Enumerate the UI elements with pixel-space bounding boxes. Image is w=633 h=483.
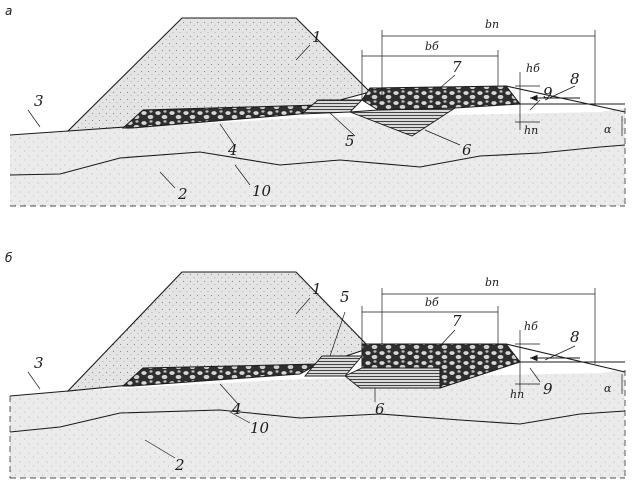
panel-a-label-2: 2	[177, 185, 188, 203]
panel-a-dim-bp: bп	[485, 18, 499, 31]
panel-a-letter: а	[5, 4, 12, 18]
panel-a-label-5: 5	[345, 132, 355, 150]
panel-a-riprap-blanket	[361, 85, 521, 111]
panel-a-slope-line	[505, 85, 626, 113]
panel-b-label-4: 4	[231, 400, 242, 418]
panel-a-label-9: 9	[543, 84, 553, 102]
panel-b-label-1: 1	[312, 280, 322, 298]
panel-b-dim-hp: hп	[510, 388, 524, 401]
panel-b-dim-hb: hб	[524, 320, 538, 333]
panel-a-dimensions	[361, 30, 623, 136]
panel-a-dim-hp: hп	[524, 124, 538, 137]
panel-b-dimensions	[361, 288, 623, 394]
panel-b-leaders	[27, 297, 576, 459]
panel-b-label-6: 6	[375, 400, 385, 418]
panel-b-gravel-layer	[121, 363, 319, 387]
panel-a-label-4: 4	[227, 141, 238, 159]
panel-a-dim-alpha: α	[604, 123, 612, 136]
panel-b-clay-plug	[344, 367, 441, 389]
panel-a-label-8: 8	[570, 70, 580, 88]
panel-a-label-1: 1	[312, 28, 322, 46]
panel-a-dim-bb: bб	[425, 40, 439, 53]
panel-a-leaders	[27, 44, 576, 189]
panel-a-label-3: 3	[34, 92, 44, 110]
panel-b-bedrock-line	[9, 409, 626, 433]
panel-a-label-7: 7	[452, 58, 462, 76]
panel-a-label-10: 10	[252, 182, 272, 200]
panel-b-letter: б	[5, 251, 13, 265]
panel-a: а	[5, 4, 626, 207]
panel-a-label-6: 6	[462, 141, 472, 159]
panel-b-dim-alpha: α	[604, 382, 612, 395]
panel-b-ground-surface	[9, 390, 69, 397]
panel-a-foundation-soil	[10, 108, 625, 206]
panel-b-label-3: 3	[34, 354, 44, 372]
panel-b-label-7: 7	[452, 312, 462, 330]
panel-b-dim-bp: bп	[485, 276, 499, 289]
panel-a-ground-surface	[9, 130, 69, 136]
panel-b-label-2: 2	[174, 456, 185, 474]
panel-b-label-9: 9	[543, 380, 553, 398]
panel-a-bedrock-line	[9, 144, 626, 176]
panel-b: б	[5, 251, 626, 479]
panel-b-label-10: 10	[250, 419, 270, 437]
panel-b-dim-bb: bб	[425, 296, 439, 309]
panel-b-label-5: 5	[340, 288, 350, 306]
panel-b-riprap-blanket	[361, 343, 521, 389]
panel-a-dim-hb: hб	[526, 62, 540, 75]
panel-b-label-8: 8	[570, 328, 580, 346]
